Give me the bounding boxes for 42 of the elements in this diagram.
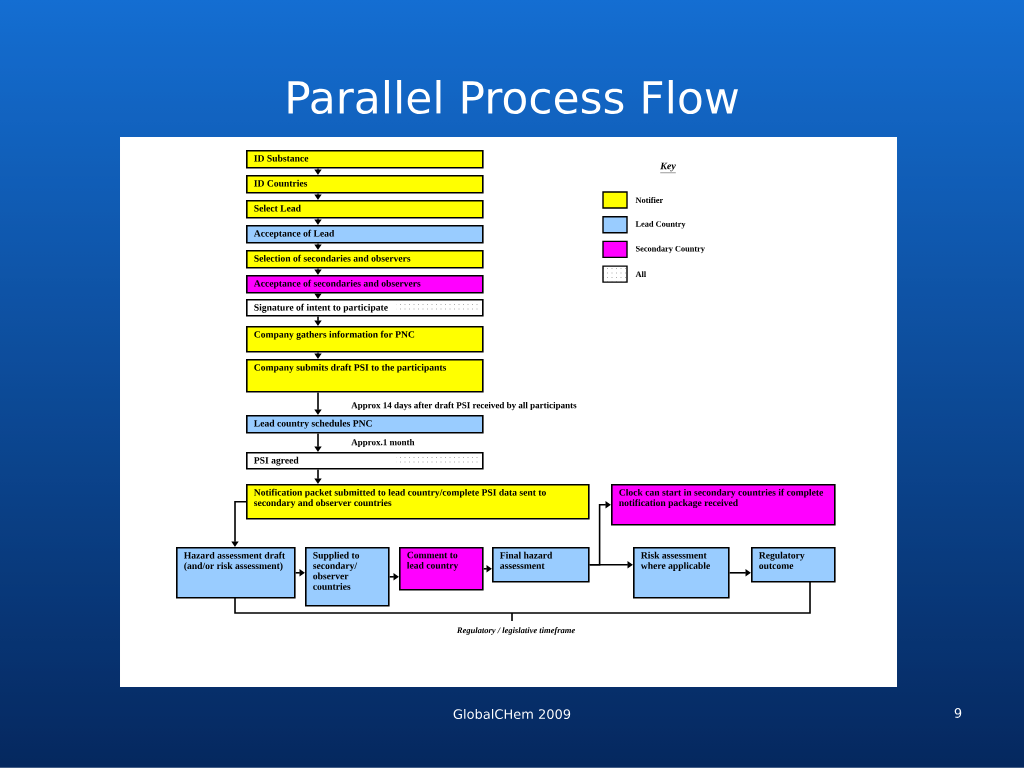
secondary-country-box: Acceptance of secondaries and observers xyxy=(246,275,484,294)
notifier-box: Company gathers information for PNC xyxy=(246,326,484,353)
arrow xyxy=(314,242,322,250)
arrow xyxy=(314,432,322,452)
lead-country-box: Lead country schedules PNC xyxy=(246,415,484,434)
edge-label: Approx 14 days after draft PSI received by all participants xyxy=(351,401,577,411)
notifier-box: Notification packet submitted to lead country/complete PSI data sent to secondary and observer countries xyxy=(246,484,590,520)
lead-country-box: Acceptance of Lead xyxy=(246,225,484,244)
notifier-box: Selection of secondaries and observers xyxy=(246,250,484,269)
legend-label: Lead Country xyxy=(635,220,686,229)
slide-title: Parallel Process Flow xyxy=(288,80,738,115)
arrow xyxy=(314,167,322,175)
footer-text: GlobalCHem 2009 xyxy=(453,708,571,720)
legend-label: Notifier xyxy=(635,197,663,203)
arrow xyxy=(314,468,322,484)
timeframe-label: Regulatory / legislative timeframe xyxy=(456,627,575,635)
arrow xyxy=(314,217,322,225)
notifier-box: ID Countries xyxy=(246,175,484,194)
edge-label: Approx.1 month xyxy=(351,438,415,448)
lead-country-box: Final hazard assessment xyxy=(492,547,590,583)
notifier-box: Company submits draft PSI to the participants xyxy=(246,359,484,393)
key-heading: Key xyxy=(660,162,676,173)
lead-country-box: Risk assessment where applicable xyxy=(633,547,730,599)
arrow xyxy=(231,501,247,547)
arrow xyxy=(314,292,322,299)
arrow xyxy=(314,192,322,200)
arrow xyxy=(314,391,322,415)
arrow xyxy=(314,315,322,326)
all-parties-box: Signature of intent to participate xyxy=(246,299,484,317)
notifier-box: Select Lead xyxy=(246,200,484,219)
legend-label: Secondary Country xyxy=(636,245,705,254)
arrow xyxy=(314,267,322,275)
secondary-country-box: Clock can start in secondary countries if complete notification package received xyxy=(611,484,836,526)
lead-country-box: Hazard assessment draft (and/or risk assessment) xyxy=(176,547,296,599)
arrow xyxy=(314,351,322,359)
slide-number: 9 xyxy=(954,708,962,718)
notifier-box: ID Substance xyxy=(246,150,484,169)
secondary-country-box: Comment to lead country xyxy=(399,547,484,591)
all-parties-box: PSI agreed xyxy=(246,452,484,470)
lead-country-box: Regulatory outcome xyxy=(751,547,836,583)
lead-country-box: Supplied to secondary/ observer countries xyxy=(305,547,390,607)
legend-label: All xyxy=(635,271,646,277)
